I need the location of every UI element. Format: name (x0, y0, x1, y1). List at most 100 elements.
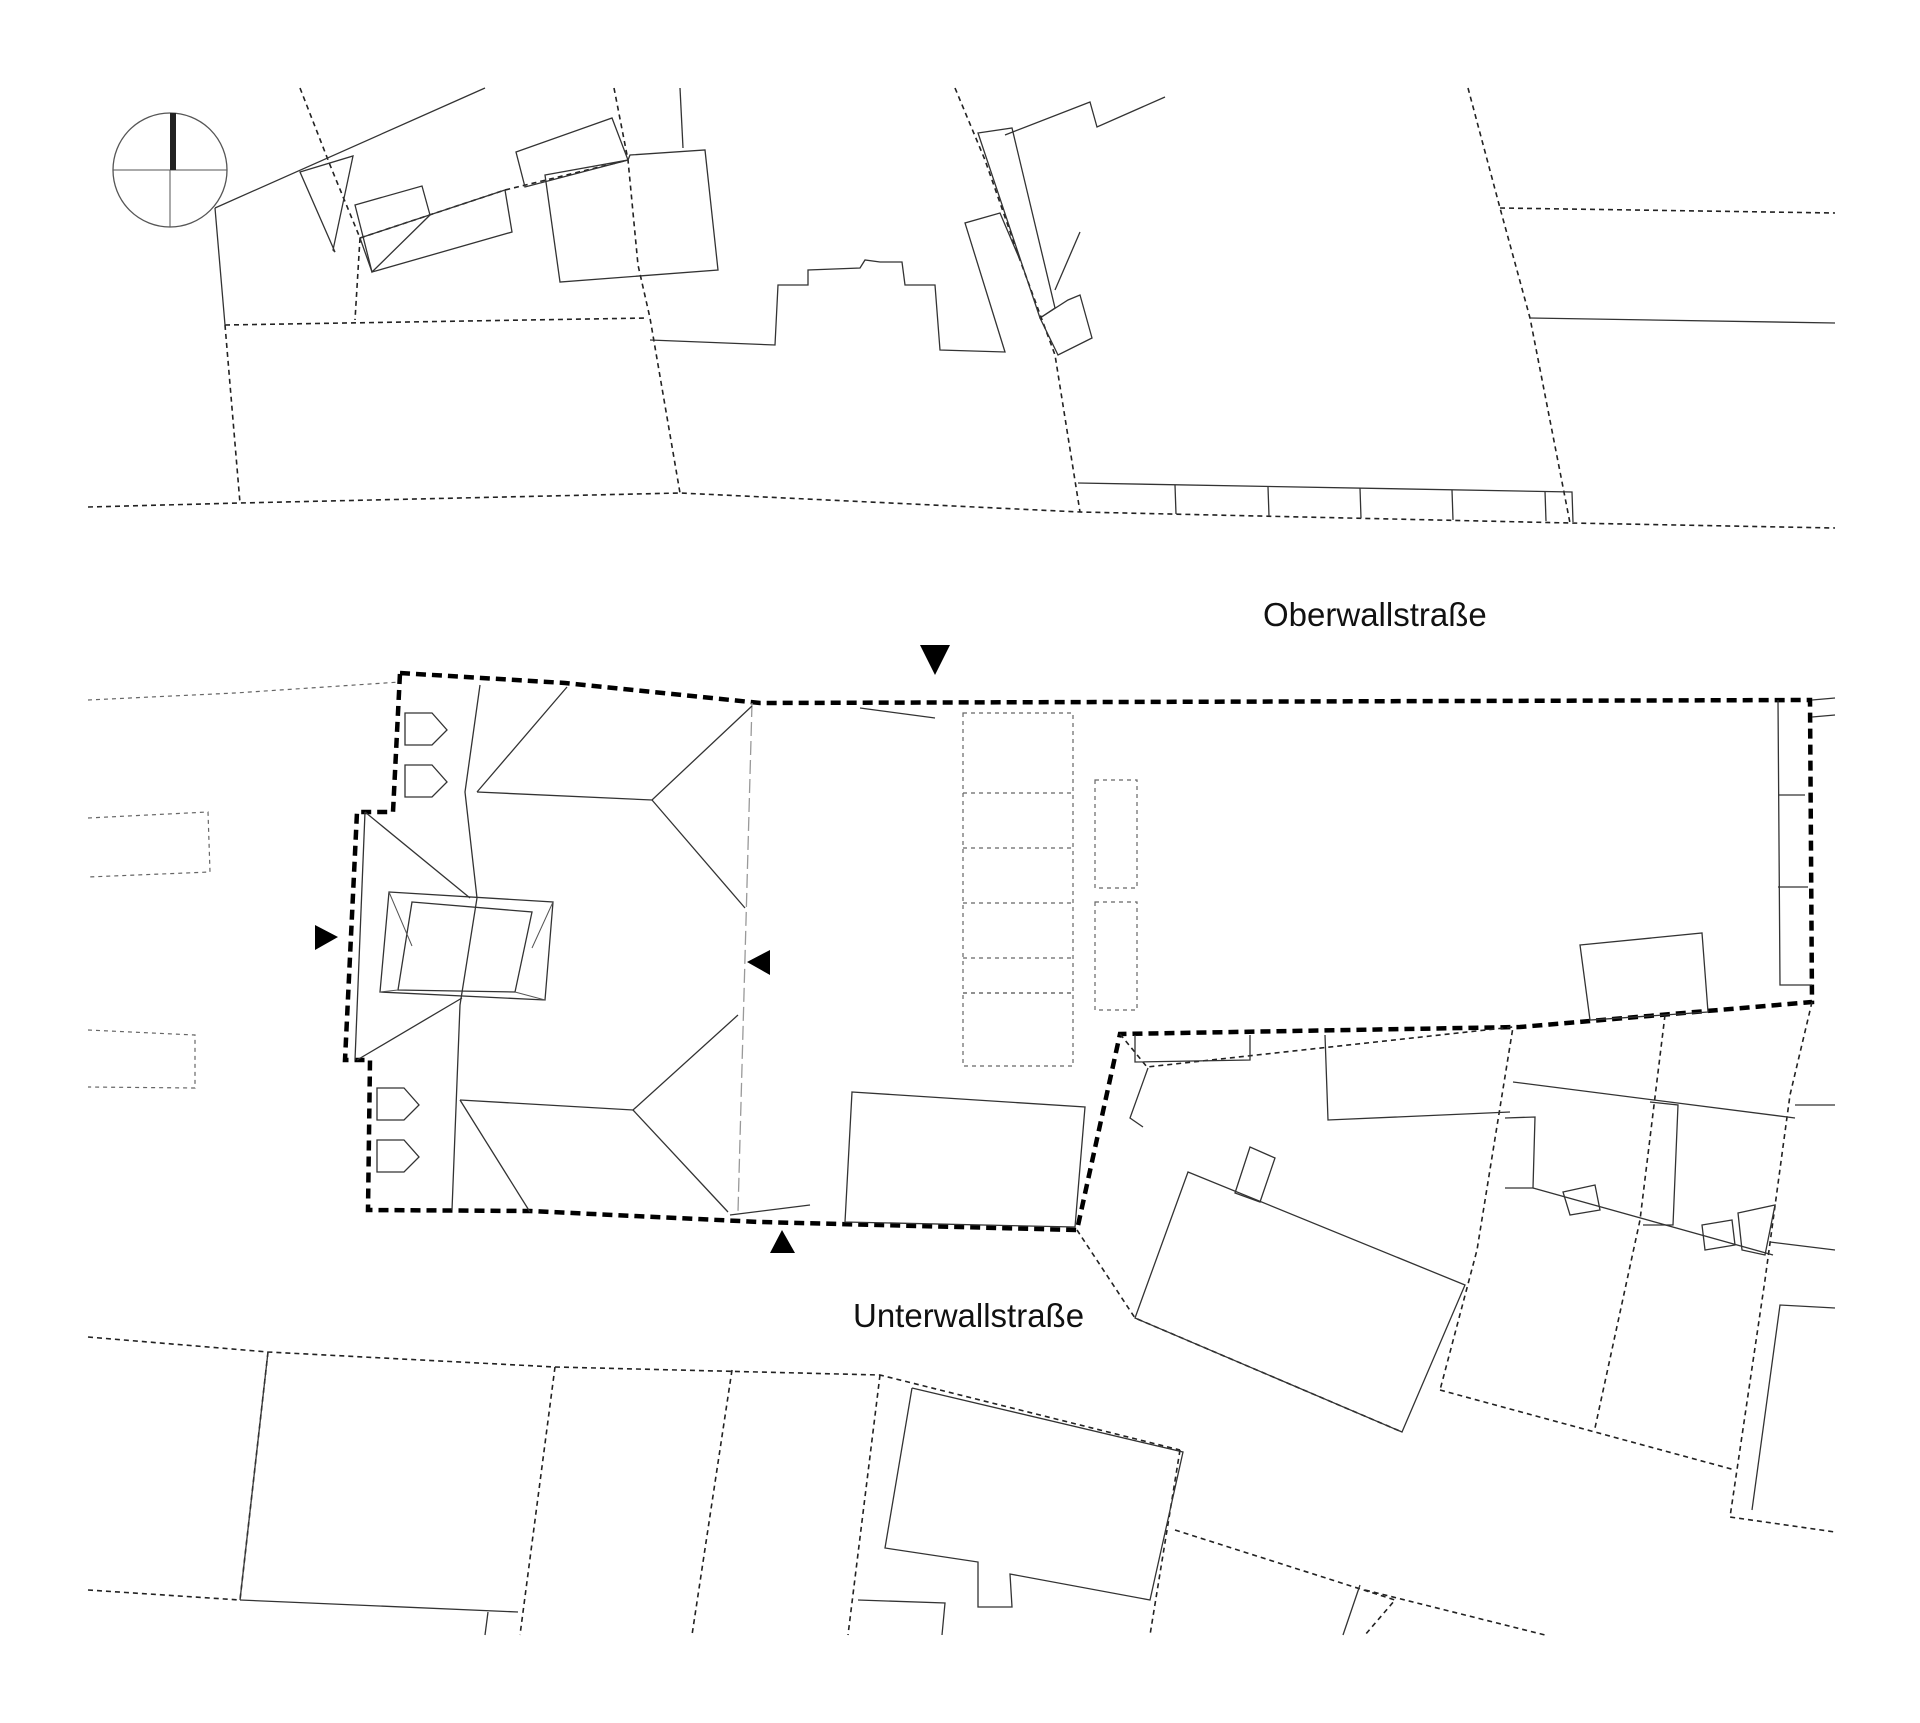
building-outline (239, 1599, 519, 1613)
parking-space (1094, 901, 1138, 1011)
building-outline (1512, 1081, 1796, 1119)
courtyard-edge (737, 702, 753, 1213)
parcel-subdivision (1451, 489, 1454, 521)
building-outline (844, 1091, 1086, 1228)
parcel-line (613, 87, 681, 494)
triangle-arrow-icon (770, 1230, 795, 1253)
building-outline (857, 1599, 946, 1636)
roof-line (364, 811, 471, 899)
roof-line (632, 1109, 729, 1213)
parcel-line (354, 237, 361, 321)
roof-line (356, 997, 463, 1061)
roof-line (354, 811, 366, 1061)
building-outline (1504, 1116, 1536, 1189)
tower-hip (531, 901, 554, 949)
building-outline (1751, 1304, 1836, 1511)
tower-hip (379, 989, 399, 993)
roof-line (476, 686, 568, 793)
parcel-line (1149, 1449, 1181, 1636)
tower-hip (388, 891, 413, 947)
site-boundary (342, 670, 1815, 1233)
building-outline (214, 207, 226, 326)
building-outline (1342, 1584, 1361, 1636)
building-outline (977, 127, 1056, 320)
tower-outline (379, 891, 554, 1001)
parcel-line (1364, 1589, 1546, 1636)
triangle-arrow-icon (315, 925, 338, 950)
building-outline (214, 87, 486, 209)
building-outline (884, 1387, 1184, 1608)
building-outline (679, 87, 684, 149)
building-outline (1129, 1067, 1149, 1128)
north-arrow-icon (112, 112, 228, 228)
east-block-parcels (1076, 1001, 1836, 1533)
parcel-subdivision (1267, 486, 1270, 517)
parcel-line (299, 87, 361, 239)
building-outline (484, 1611, 489, 1636)
building-outline (1562, 1184, 1601, 1216)
building-outline (299, 155, 354, 253)
parcel-subdivision (1544, 490, 1547, 522)
gate (859, 707, 936, 719)
oberwall-north-edge (87, 492, 1836, 529)
building-outline (1777, 699, 1812, 986)
building-outline (1769, 1241, 1836, 1251)
roof-line (451, 684, 481, 1211)
building-outline (1234, 1146, 1276, 1203)
parcel-line (1439, 1389, 1736, 1471)
building-outline (1529, 317, 1836, 324)
building-outline (1134, 1171, 1466, 1433)
parcel-line (224, 317, 649, 326)
church-roof-plan (354, 684, 936, 1216)
gate (729, 1204, 811, 1216)
parcel-line (1076, 1229, 1403, 1433)
parking-spaces (962, 712, 1138, 1067)
parcel-line (224, 324, 241, 504)
parcel-line (1467, 87, 1571, 524)
triangle-arrow-icon (747, 950, 770, 975)
building-outline (649, 212, 1021, 353)
street-label-unterwallstrasse: Unterwallstraße (853, 1297, 1084, 1334)
building-outline (1737, 1204, 1776, 1256)
building-outline (1701, 1219, 1736, 1251)
parcel-subdivision (1359, 487, 1362, 519)
parcel-line (1119, 1026, 1514, 1391)
unterwall-south-edge (87, 1336, 1181, 1451)
buttress (376, 1087, 420, 1121)
building-outline (1324, 1034, 1511, 1121)
parcel-line (359, 159, 629, 239)
parcel-line (1729, 1001, 1836, 1533)
parcel-line (1174, 1529, 1397, 1636)
parcel-line (87, 811, 211, 878)
tower-inner (397, 901, 533, 993)
building-outline (1004, 96, 1166, 136)
oberwall-south-edge (87, 681, 401, 701)
building-outline (359, 189, 513, 273)
building-outline (1077, 482, 1574, 523)
building-outline (544, 149, 719, 283)
parking-space (962, 992, 1074, 1067)
roof-line (651, 799, 746, 909)
roof-line (459, 1099, 531, 1213)
parcel-subdivision (1174, 484, 1177, 515)
parcel-line (87, 1589, 241, 1601)
entrance-markers (315, 645, 950, 1253)
street-label-oberwallstrasse: Oberwallstraße (1263, 596, 1487, 633)
building-outline (1134, 1035, 1251, 1063)
buttress (404, 764, 448, 798)
upper-block-parcels (87, 87, 1836, 529)
building-outline (1054, 231, 1081, 291)
building-outline (239, 1351, 269, 1601)
parcel-line (847, 1374, 881, 1636)
parking-space (962, 712, 1074, 994)
buttress (376, 1139, 420, 1173)
roof-line (459, 1014, 739, 1111)
building-outline (1811, 697, 1836, 701)
parking-space (1094, 779, 1138, 889)
building-outline (1643, 1101, 1679, 1226)
parcel-line (691, 1369, 733, 1636)
project-site (87, 670, 1836, 1233)
parcel-line (87, 1029, 196, 1089)
parcel-line (1499, 207, 1836, 214)
